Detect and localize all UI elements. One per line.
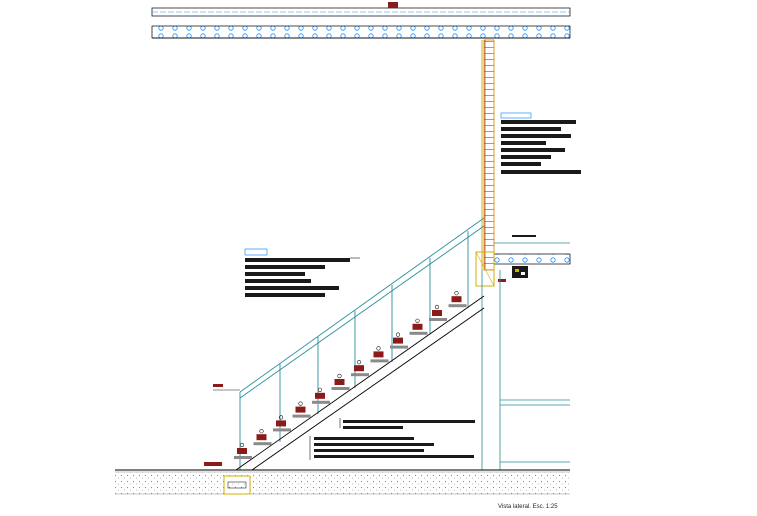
step-marker	[454, 291, 459, 296]
tread	[253, 442, 272, 446]
tread	[312, 400, 330, 404]
step-marker	[259, 429, 264, 434]
step-marker	[298, 401, 303, 406]
ground	[115, 469, 570, 495]
upper-slab	[151, 2, 571, 39]
stair-step	[273, 415, 291, 432]
handrail	[239, 217, 485, 470]
stair-step	[370, 346, 389, 363]
tread	[234, 456, 252, 459]
stair-step	[312, 387, 330, 404]
tread	[331, 387, 350, 390]
tread-block	[354, 365, 364, 372]
stair-step	[234, 442, 252, 459]
support-posts	[481, 270, 570, 470]
step-marker	[434, 304, 440, 310]
tread-block	[432, 310, 442, 316]
tread-block	[334, 379, 345, 385]
tread-block	[276, 420, 286, 427]
step-marker	[337, 373, 342, 379]
tread	[370, 359, 389, 363]
stair-annotation	[244, 248, 360, 297]
treads	[234, 291, 467, 459]
brick-wall	[481, 39, 495, 271]
stair-step	[429, 304, 447, 321]
tread-block	[412, 323, 423, 330]
tread	[351, 373, 369, 377]
step-marker	[415, 318, 420, 323]
step-marker	[395, 332, 401, 337]
handrail-tag	[204, 384, 240, 466]
tread	[429, 318, 447, 321]
tread	[273, 428, 291, 432]
tread-block	[295, 406, 306, 413]
step-marker	[356, 360, 362, 365]
drawing-caption: Vista lateral. Esc. 1:25	[498, 504, 558, 510]
landing-slab	[475, 235, 571, 287]
stair-step	[351, 360, 369, 377]
step-marker	[278, 415, 284, 420]
stair-step	[253, 429, 272, 446]
tread-block	[237, 448, 247, 454]
wall-annotation	[500, 112, 581, 174]
step-marker	[239, 442, 245, 448]
step-marker	[317, 387, 323, 392]
tread-block	[373, 351, 384, 358]
stair-step	[448, 291, 467, 308]
stringer-annotation	[309, 418, 475, 460]
tread	[409, 331, 428, 335]
tread	[448, 304, 467, 308]
tread-block	[451, 296, 462, 303]
tread	[292, 414, 311, 418]
stair-step	[390, 332, 408, 349]
stringer	[235, 295, 485, 471]
tread-block	[256, 434, 267, 441]
tread	[390, 345, 408, 349]
stair-step	[292, 401, 311, 418]
step-marker	[376, 346, 381, 351]
tread-block	[315, 392, 325, 399]
stair-step	[331, 373, 350, 390]
tread-block	[393, 337, 403, 344]
stair-step	[409, 318, 428, 335]
